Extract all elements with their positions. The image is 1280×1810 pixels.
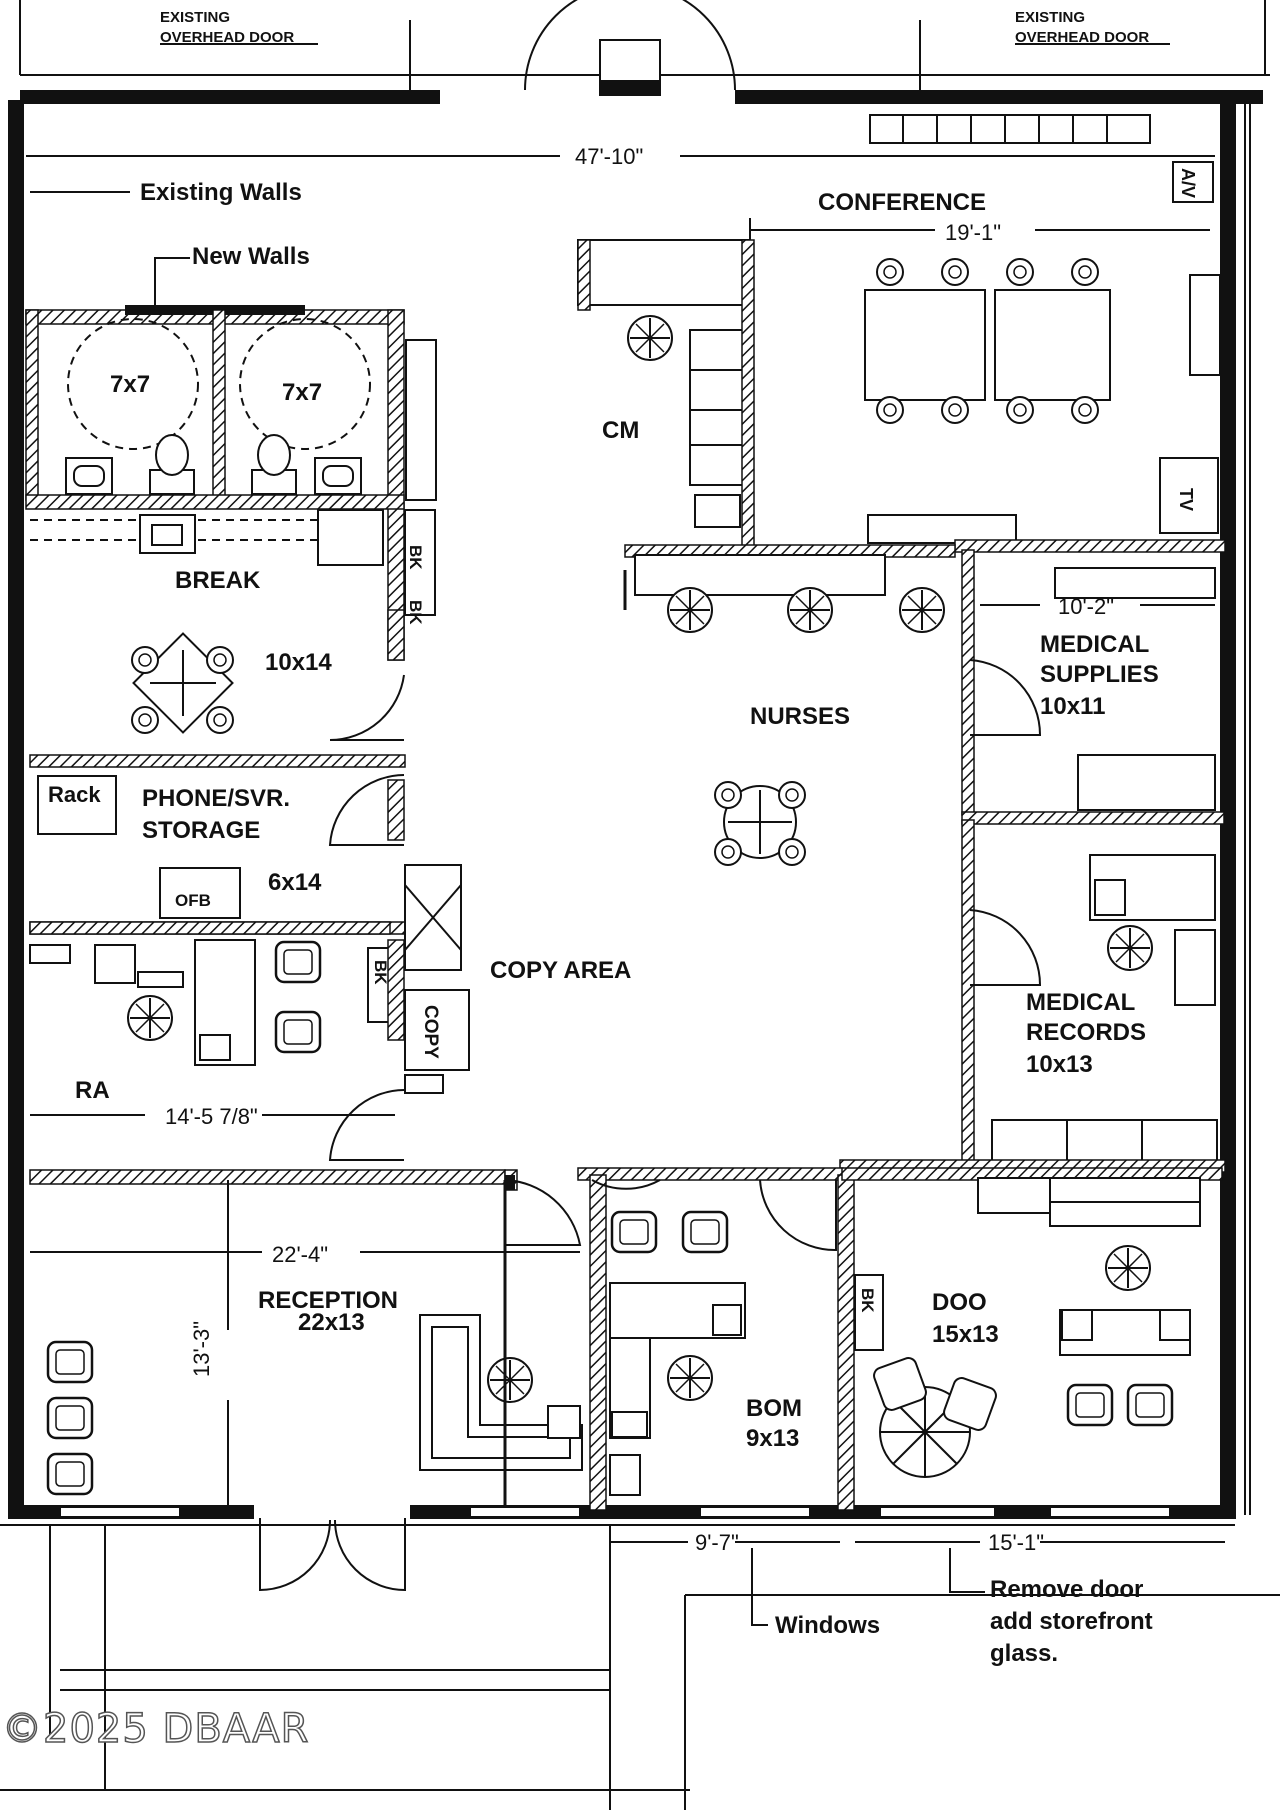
bom-office (577, 1167, 855, 1626)
restrooms (25, 305, 437, 661)
medical-supplies-label-2: SUPPLIES (1040, 661, 1159, 688)
copy-area-label: COPY AREA (490, 957, 631, 984)
windows-note: Windows (775, 1612, 880, 1639)
bk-fixture-3: BK (371, 960, 390, 985)
overall-width-dimension: 47'-10" (575, 144, 643, 169)
doo-label: DOO (932, 1289, 987, 1316)
reception-size: 22x13 (298, 1309, 365, 1336)
restroom-right-size: 7x7 (282, 379, 322, 406)
remove-door-note-3: glass. (990, 1640, 1058, 1667)
break-room-size: 10x14 (265, 649, 332, 676)
tv-fixture: TV (1176, 488, 1196, 511)
bk-fixture-2: BK (406, 600, 425, 625)
bom-label: BOM (746, 1395, 802, 1422)
medical-records-label-1: MEDICAL (1026, 989, 1135, 1016)
overhead-door-right-note-2: OVERHEAD DOOR (1015, 29, 1149, 46)
reception-area (30, 1169, 583, 1505)
medical-supplies-size: 10x11 (1040, 693, 1105, 720)
bom-size: 9x13 (746, 1425, 799, 1452)
ra-office-label: RA (75, 1077, 110, 1104)
bk-fixture-1: BK (406, 545, 425, 570)
medical-supplies-label-1: MEDICAL (1040, 631, 1149, 658)
reception-label: RECEPTION (258, 1287, 398, 1314)
overhead-door-left-note-2: OVERHEAD DOOR (160, 29, 294, 46)
nurses-label: NURSES (750, 703, 850, 730)
ra-office (29, 939, 506, 1185)
break-room (29, 509, 436, 768)
ra-width-dimension: 14'-5 7/8" (165, 1104, 258, 1129)
phone-storage-label-1: PHONE/SVR. (142, 785, 290, 812)
medical-records-label-2: RECORDS (1026, 1019, 1146, 1046)
overhead-door-left-note-1: EXISTING (160, 9, 230, 26)
new-walls-note: New Walls (192, 243, 310, 270)
existing-walls-note: Existing Walls (140, 179, 302, 206)
medical-records-size: 10x13 (1026, 1051, 1093, 1078)
av-fixture: A/V (1178, 168, 1198, 198)
medical-supplies-room (961, 549, 1225, 825)
medical-records-room (839, 819, 1226, 1173)
doo-size: 15x13 (932, 1321, 999, 1348)
rack-fixture: Rack (48, 782, 101, 807)
overhead-door-right-note-1: EXISTING (1015, 9, 1085, 26)
conference-room (749, 114, 1226, 553)
bk-fixture-4: BK (858, 1288, 877, 1313)
remove-door-note-1: Remove door (990, 1576, 1143, 1603)
ofb-fixture: OFB (175, 891, 211, 910)
cm-label: CM (602, 417, 639, 444)
doo-office (841, 1167, 1225, 1593)
conference-width-dimension: 19'-1" (945, 220, 1001, 245)
restroom-left-size: 7x7 (110, 371, 150, 398)
reception-depth-dimension: 13'-3" (189, 1321, 214, 1377)
break-room-label: BREAK (175, 567, 261, 594)
phone-storage-label-2: STORAGE (142, 817, 260, 844)
phone-storage-size: 6x14 (268, 869, 322, 896)
cm-workstations (577, 239, 956, 633)
nurses-station (714, 781, 806, 866)
doo-width-dimension: 15'-1" (988, 1530, 1044, 1555)
conference-room-label: CONFERENCE (818, 189, 986, 216)
remove-door-note-2: add storefront (990, 1608, 1153, 1635)
copy-area (404, 864, 470, 1094)
interior-walls (29, 921, 515, 1505)
copier-fixture: COPY (420, 1005, 441, 1059)
reception-width-dimension: 22'-4" (272, 1242, 328, 1267)
bom-width-dimension: 9'-7" (695, 1530, 739, 1555)
copyright-watermark: ©2025 DBAAR (2, 1706, 309, 1752)
medical-supplies-width-dimension: 10'-2" (1058, 594, 1114, 619)
